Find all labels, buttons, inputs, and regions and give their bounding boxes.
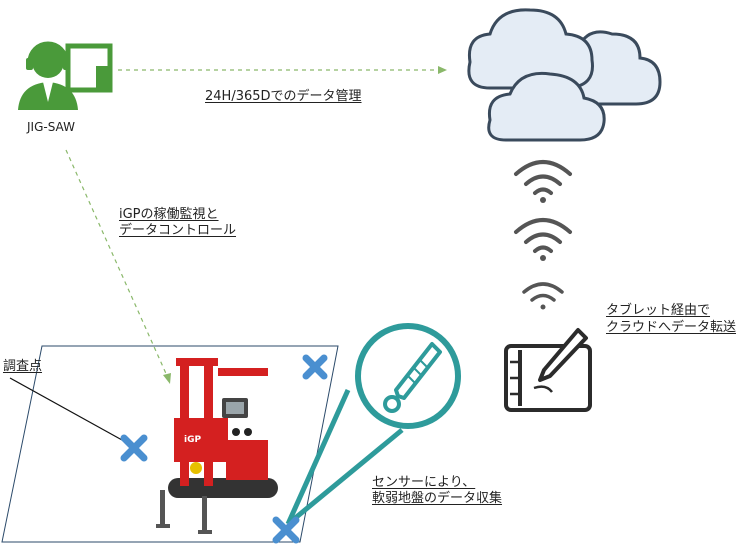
tablet-transfer-label-line1: タブレット経由で (606, 303, 711, 318)
cloud-icon (467, 8, 662, 142)
wifi-icon (514, 218, 572, 261)
link-operator-machine (65, 149, 169, 379)
thermometer-icon (383, 342, 442, 413)
survey-marker-icon (302, 354, 328, 380)
operator-computer-icon (18, 41, 113, 110)
survey-marker-icon (272, 516, 300, 544)
arrowhead-machine (163, 373, 171, 384)
operator-label: JIG-SAW (27, 120, 75, 134)
data-management-label: 24H/365Dでのデータ管理 (205, 89, 362, 104)
monitoring-label-line2: データコントロール (119, 223, 237, 238)
wifi-icon (522, 282, 564, 310)
tablet-transfer-label-line2: クラウドへデータ転送 (606, 320, 737, 335)
callout-line (285, 388, 351, 526)
survey-area (1, 345, 339, 543)
callout-line (286, 428, 404, 526)
wifi-icon (514, 160, 572, 203)
igp-machine (156, 358, 278, 534)
arrowhead-cloud (438, 66, 447, 74)
survey-point-pointer (9, 377, 123, 441)
monitoring-label-line1: iGPの稼働監視と (119, 207, 219, 222)
survey-point-label: 調査点 (3, 359, 43, 374)
machine-name: iGP (184, 435, 202, 445)
sensor-label-line2: 軟弱地盤のデータ収集 (372, 491, 503, 506)
survey-marker-icon (120, 434, 148, 462)
sensor-label-line1: センサーにより、 (372, 475, 476, 490)
tablet-pen-icon (504, 328, 592, 412)
